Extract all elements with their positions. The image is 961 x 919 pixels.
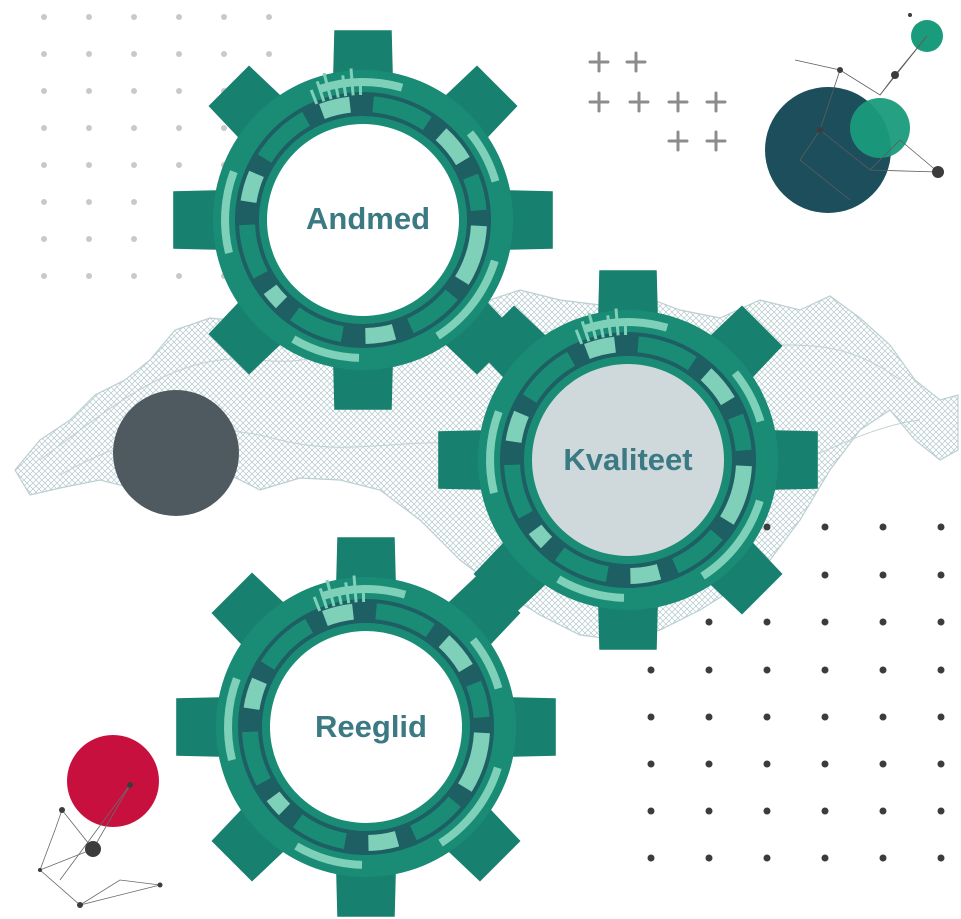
gear-andmed	[173, 30, 553, 410]
gear-reeglid	[176, 537, 556, 917]
gear-kvaliteet	[438, 270, 818, 650]
network-circle-cluster-bottom-left	[38, 735, 163, 908]
gear-label-reeglid: Reeglid	[315, 709, 427, 744]
network-circle-cluster-top-right	[765, 13, 944, 213]
crimson-circle	[67, 735, 159, 827]
gear-label-kvaliteet: Kvaliteet	[563, 442, 692, 477]
plus-sign-cluster	[588, 51, 727, 152]
slate-circle	[113, 390, 239, 516]
gear-label-andmed: Andmed	[306, 201, 430, 236]
green-circle	[850, 98, 910, 158]
